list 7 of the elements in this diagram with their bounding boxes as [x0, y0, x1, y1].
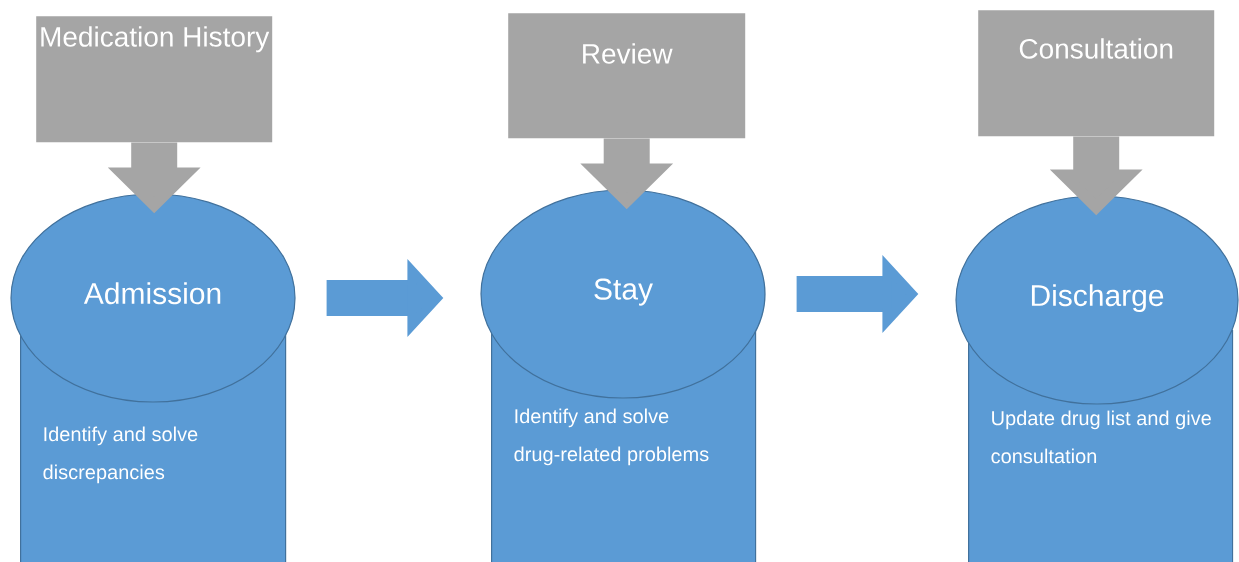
- node-label: Identify and solve drug-related problems: [514, 408, 709, 466]
- input-box: Review: [508, 13, 746, 139]
- node-label: Update drug list and give consultation: [991, 410, 1211, 464]
- node-label: Discharge: [1031, 284, 1164, 313]
- node-label: Identify and solve discrepancies: [43, 426, 198, 484]
- input-box: Consultation: [978, 10, 1215, 137]
- input-box: Medication History: [36, 16, 273, 143]
